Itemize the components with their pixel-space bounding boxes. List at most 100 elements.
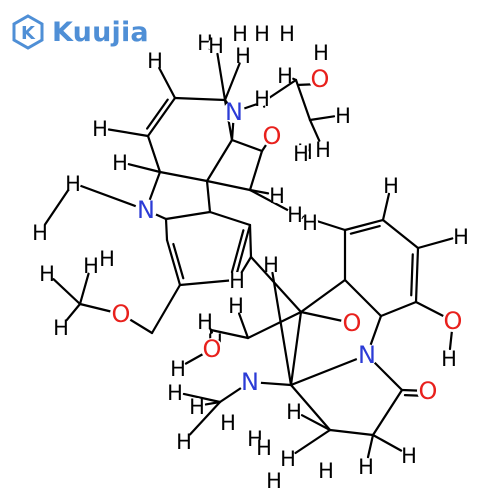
atom-label-n: N	[241, 368, 259, 396]
atom-label-backdrop	[239, 371, 261, 393]
bond-line	[164, 217, 169, 242]
atom-label-h: H	[53, 316, 69, 340]
atom-label-backdrop	[189, 398, 205, 414]
atom-label-backdrop	[176, 433, 192, 449]
atom-label-h: H	[232, 22, 248, 46]
atom-label-h: H	[83, 254, 99, 278]
bond-line	[248, 223, 253, 259]
bond-line	[289, 310, 303, 387]
bond-line	[343, 278, 383, 318]
h-bond-line	[209, 328, 214, 334]
atom-label-backdrop	[358, 458, 374, 474]
atom-label-backdrop	[65, 175, 81, 191]
h-bond-line	[292, 77, 298, 82]
atom-label-backdrop	[228, 297, 244, 313]
atom-label-h: H	[287, 203, 303, 227]
atom-label-backdrop	[256, 439, 272, 455]
atom-label-backdrop	[293, 145, 309, 161]
h-bond-line	[127, 163, 162, 174]
atom-label-backdrop	[83, 257, 99, 273]
atom-label-layer: HHHHHHHHOHNHHOHHHHHNHHHHHHHHHHHOHHOONHHH…	[32, 22, 469, 493]
double-bond-line	[172, 242, 185, 280]
atom-label-h: H	[266, 469, 282, 493]
atom-label-o: O	[263, 122, 282, 150]
atom-label-h: H	[256, 436, 272, 460]
bond-line	[209, 328, 250, 340]
h-bond-line	[300, 414, 332, 432]
logo-mark-icon: K	[12, 14, 44, 50]
atom-label-h: H	[220, 411, 236, 435]
h-bond-line	[189, 400, 222, 436]
atom-label-backdrop	[99, 250, 115, 266]
atom-label-backdrop	[280, 450, 296, 466]
atom-label-h: H	[65, 172, 81, 196]
atom-label-backdrop	[383, 177, 399, 193]
atom-label-backdrop	[318, 462, 334, 478]
bond-line	[208, 210, 252, 227]
atom-label-h: H	[32, 221, 48, 245]
atom-label-backdrop	[112, 154, 128, 170]
atom-label-h: H	[254, 87, 270, 111]
atom-label-h: H	[315, 138, 331, 162]
atom-label-h: H	[228, 294, 244, 318]
atom-label-backdrop	[235, 47, 251, 63]
atom-label-backdrop	[279, 25, 295, 41]
h-bond-line	[158, 66, 177, 100]
atom-label-h: H	[453, 225, 469, 249]
h-bond-line	[216, 52, 227, 102]
bond-line	[249, 255, 303, 314]
atom-label-backdrop	[453, 228, 469, 244]
atom-label-h: H	[302, 211, 318, 235]
bond-line	[158, 170, 209, 183]
h-bond-line	[271, 271, 293, 387]
bond-line	[343, 218, 385, 232]
double-bond-line	[146, 98, 169, 130]
atom-label-backdrop	[201, 338, 223, 360]
h-bond-line	[416, 237, 454, 250]
double-bond-line	[230, 229, 245, 274]
atom-label-o: O	[343, 309, 362, 337]
atom-label-backdrop	[229, 272, 245, 288]
h-bond-line	[107, 128, 150, 138]
bond-line	[205, 138, 234, 183]
atom-label-h: H	[293, 142, 309, 166]
atom-label-backdrop	[442, 310, 464, 332]
atom-label-backdrop	[147, 52, 163, 68]
atom-label-h: H	[147, 49, 163, 73]
bond-line	[150, 283, 182, 335]
h-bond-line	[308, 115, 336, 122]
atom-label-h: H	[176, 430, 192, 454]
atom-label-backdrop	[401, 447, 417, 463]
atom-label-o: O	[203, 335, 222, 363]
atom-label-backdrop	[302, 214, 318, 230]
bond-line	[173, 96, 227, 102]
h-bond-line	[371, 433, 403, 452]
atom-label-h: H	[189, 395, 205, 419]
bond-line	[371, 388, 404, 437]
atom-label-backdrop	[53, 319, 69, 335]
atom-label-h: H	[318, 459, 334, 483]
atom-label-o: O	[444, 307, 463, 335]
atom-label-backdrop	[263, 256, 279, 272]
bond-line	[205, 179, 252, 192]
atom-label-backdrop	[441, 350, 457, 366]
atom-label-backdrop	[39, 265, 55, 281]
atom-label-h: H	[277, 64, 293, 88]
atom-label-backdrop	[356, 344, 378, 366]
atom-label-h: H	[254, 22, 270, 46]
double-bond-line	[410, 253, 414, 297]
atom-label-h: H	[167, 381, 183, 405]
atom-label-backdrop	[92, 120, 108, 136]
bond-line	[381, 218, 420, 250]
atom-label-o: O	[112, 300, 131, 328]
h-bond-line	[223, 62, 241, 102]
atom-label-backdrop	[341, 312, 363, 334]
bond-line	[414, 246, 420, 304]
bond-line	[165, 238, 182, 287]
atom-label-h: H	[170, 357, 186, 381]
atom-label-h: H	[112, 151, 128, 175]
atom-label-backdrop	[286, 403, 302, 419]
logo-text: Kuujia	[52, 16, 149, 48]
atom-label-h: H	[229, 269, 245, 293]
